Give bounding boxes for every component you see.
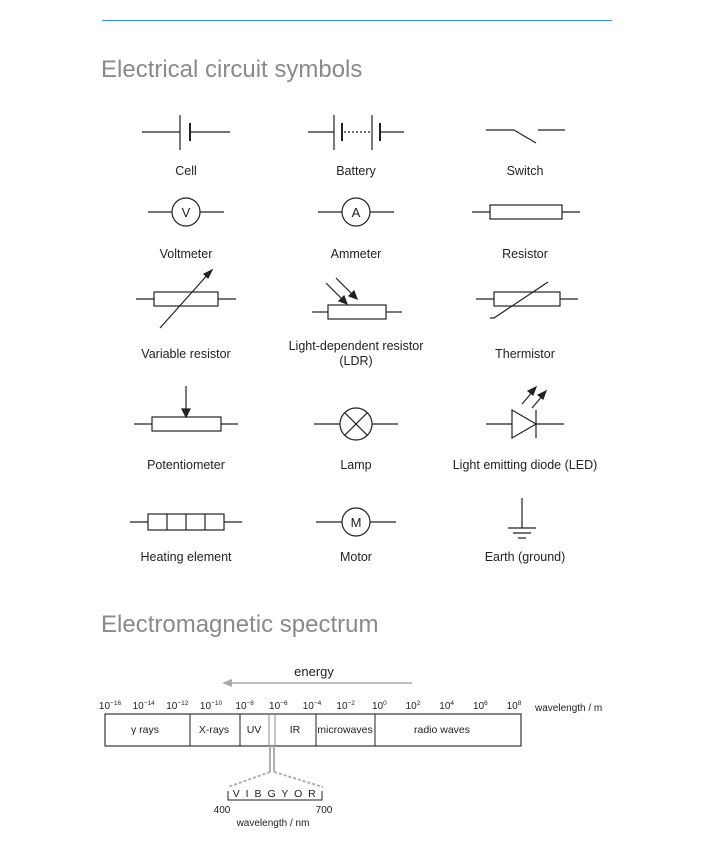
variable-resistor-symbol <box>136 268 236 329</box>
band-gamma: γ rays <box>131 724 159 736</box>
visible-max: 700 <box>316 805 333 816</box>
wavelength-ticks: 10−16 10−14 10−12 10−10 10−8 10−6 10−4 10−2 100 1… <box>99 700 522 712</box>
ammeter-symbol: A <box>318 197 394 227</box>
voltmeter-symbol: V <box>148 197 224 227</box>
tick-label: 10−14 <box>133 700 156 712</box>
em-spectrum-heading: Electromagnetic spectrum <box>101 611 379 638</box>
tick-label: 10−10 <box>200 700 223 712</box>
cell-label: Cell <box>175 164 197 178</box>
ldr-label: Light-dependent resistor (LDR) <box>266 339 446 369</box>
ldr-symbol <box>312 277 402 320</box>
ldr-label-line1: Light-dependent resistor <box>288 339 424 353</box>
tick-label: 10−2 <box>336 700 355 712</box>
visible-min: 400 <box>214 805 231 816</box>
earth-symbol <box>508 498 536 539</box>
energy-label: energy <box>294 664 334 679</box>
tick-label: 10−16 <box>99 700 122 712</box>
tick-label: 100 <box>372 700 387 712</box>
thermistor-label: Thermistor <box>495 347 555 361</box>
switch-label: Switch <box>506 164 544 178</box>
led-symbol <box>486 385 564 440</box>
visible-expansion <box>227 746 324 788</box>
tick-label: 10−12 <box>166 700 189 712</box>
ammeter-label: Ammeter <box>330 247 382 261</box>
potentiometer-symbol <box>134 386 238 432</box>
tick-label: 106 <box>473 700 488 712</box>
battery-symbol <box>308 115 404 150</box>
band-radio: radio waves <box>414 724 470 736</box>
motor-symbol: M <box>316 507 396 537</box>
lamp-symbol <box>314 407 398 441</box>
visible-colors: V I B G Y O R <box>233 788 317 800</box>
top-rule <box>102 20 612 21</box>
battery-label: Battery <box>336 164 376 178</box>
cell-symbol <box>142 115 230 150</box>
lamp-label: Lamp <box>340 458 372 472</box>
thermistor-symbol <box>476 281 578 319</box>
band-ir: IR <box>290 724 301 736</box>
band-uv: UV <box>247 724 262 736</box>
variable-resistor-label: Variable resistor <box>141 347 231 361</box>
circuit-symbols-heading: Electrical circuit symbols <box>101 56 363 83</box>
switch-symbol <box>486 129 565 144</box>
tick-label: 108 <box>507 700 522 712</box>
voltmeter-glyph: V <box>182 205 191 220</box>
heating-element-symbol <box>130 513 242 531</box>
visible-bracket <box>227 791 323 801</box>
voltmeter-label: Voltmeter <box>159 247 213 261</box>
tick-label: 10−6 <box>269 700 288 712</box>
tick-label: 102 <box>406 700 421 712</box>
spectrum-bar <box>104 713 522 747</box>
tick-label: 104 <box>439 700 454 712</box>
tick-label: 10−4 <box>303 700 322 712</box>
resistor-label: Resistor <box>502 247 548 261</box>
band-xrays: X-rays <box>199 724 229 736</box>
resistor-symbol <box>472 204 580 220</box>
visible-unit-label: wavelength / nm <box>236 818 310 829</box>
earth-label: Earth (ground) <box>484 550 566 564</box>
motor-label: Motor <box>340 550 372 564</box>
ammeter-glyph: A <box>352 205 361 220</box>
band-microwaves: microwaves <box>317 724 372 736</box>
led-label: Light emitting diode (LED) <box>452 458 598 472</box>
heating-element-label: Heating element <box>140 550 232 564</box>
ldr-label-line2: (LDR) <box>339 354 373 368</box>
potentiometer-label: Potentiometer <box>147 458 225 472</box>
wavelength-axis-label: wavelength / m <box>534 703 602 714</box>
tick-label: 10−8 <box>235 700 254 712</box>
motor-glyph: M <box>351 515 362 530</box>
energy-arrowhead <box>222 679 232 687</box>
